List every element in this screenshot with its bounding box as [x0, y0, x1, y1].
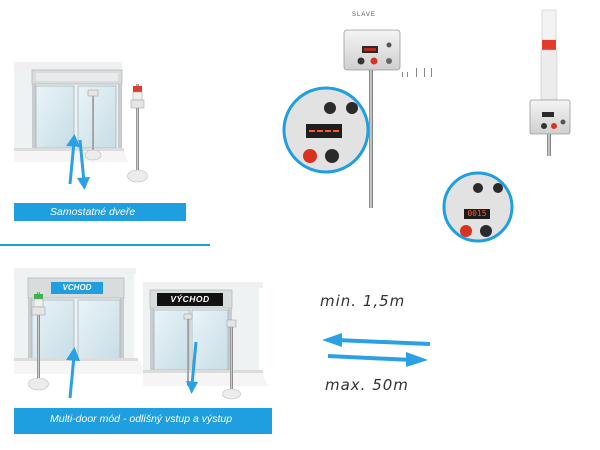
zoom-detail-display [442, 171, 514, 243]
zoom-detail-keypad [282, 86, 370, 174]
max-distance-label: max. 50m [325, 376, 409, 394]
section-divider [0, 244, 210, 246]
min-distance-label: min. 1,5m [320, 292, 406, 310]
entry-sign: VCHOD [51, 282, 103, 294]
slave-unit [343, 29, 432, 208]
multi-door-caption: Multi-door mód - odlišný vstup a výstup [14, 408, 272, 434]
single-door-caption: Samostatné dveře [14, 203, 186, 221]
distance-arrows [322, 333, 431, 367]
led-display-value: 0015 [464, 209, 490, 219]
slave-unit-label: SLAVE [352, 12, 376, 18]
tower-beacon-unit [529, 9, 571, 156]
single-door-scene [14, 62, 148, 190]
exit-sign: VÝCHOD [157, 293, 223, 306]
